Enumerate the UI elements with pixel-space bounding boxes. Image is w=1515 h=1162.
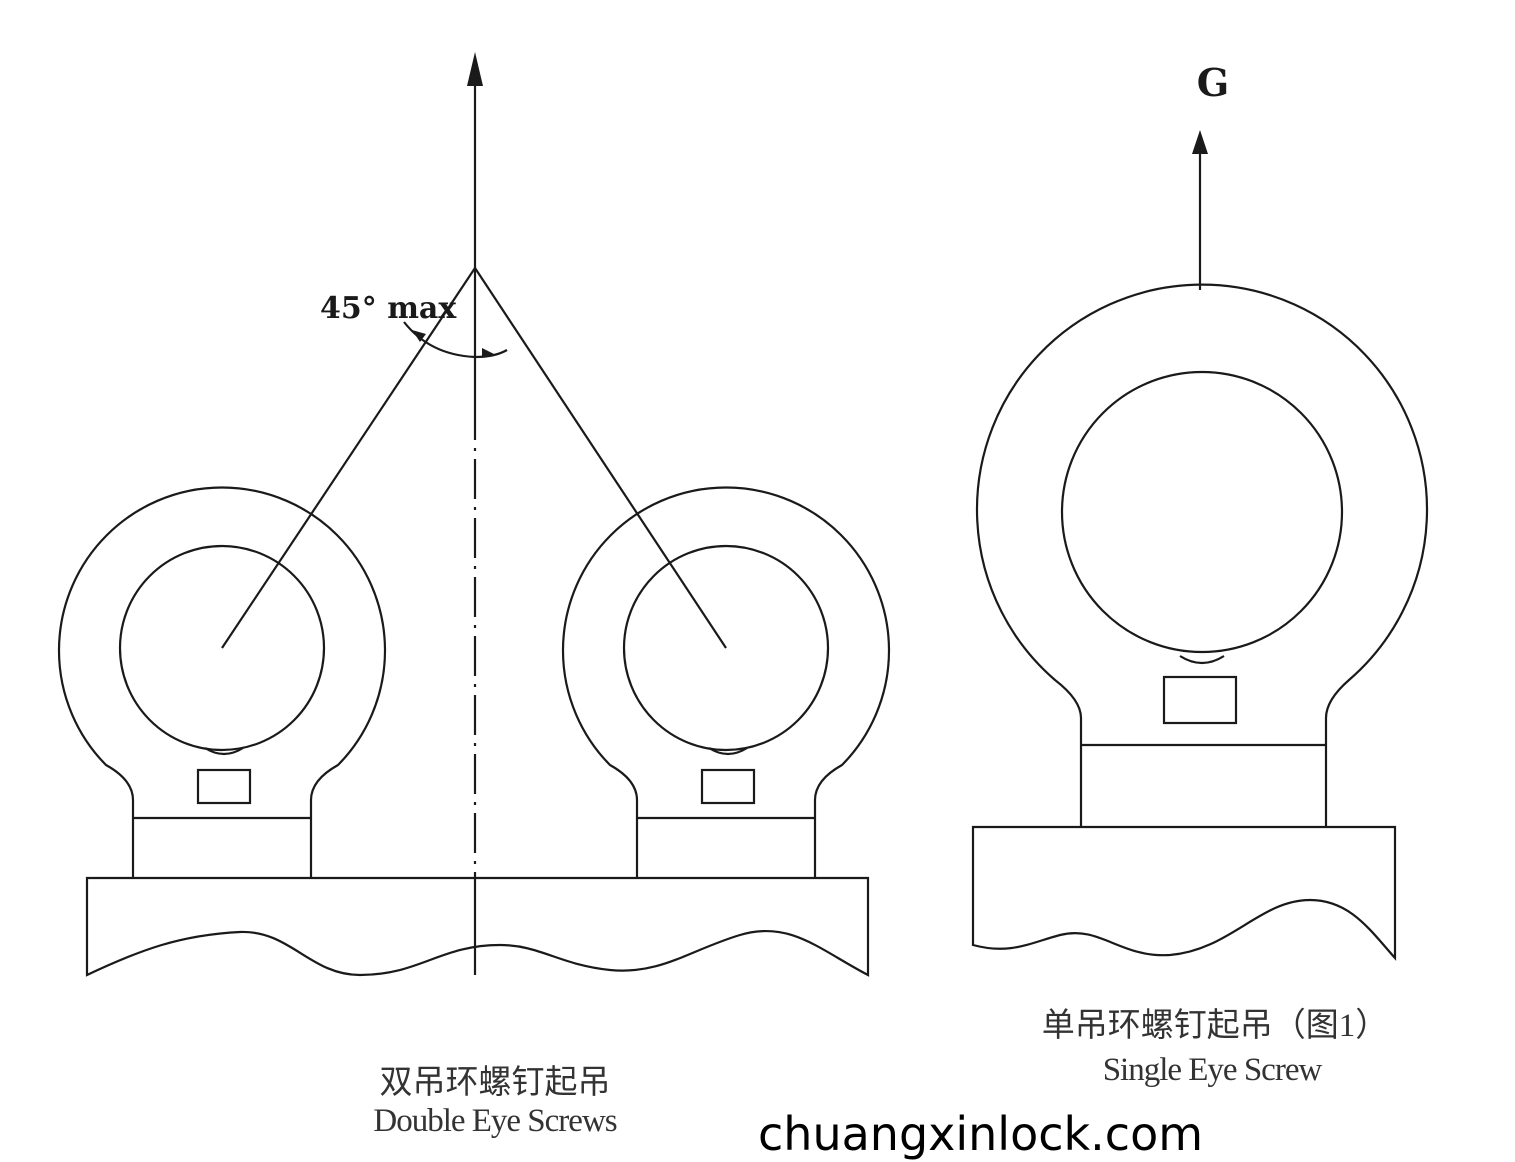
single-title-en: Single Eye Screw (1103, 1052, 1323, 1088)
watermark: chuangxinlock.com (758, 1107, 1203, 1161)
up-arrow-icon (467, 52, 483, 86)
double-eye-screws-figure: 45° max 双吊环螺钉起吊 Double Eye Screws (57, 52, 891, 1139)
double-title-cn: 双吊环螺钉起吊 (380, 1064, 611, 1101)
right-sling (474, 267, 727, 649)
right-eye-screw (561, 486, 891, 880)
left-sling (221, 267, 476, 649)
double-title-en: Double Eye Screws (373, 1103, 616, 1139)
up-arrow-icon (1192, 130, 1208, 154)
single-title-cn: 单吊环螺钉起吊（图1） (1042, 1007, 1389, 1044)
double-base-block (85, 876, 870, 977)
single-eye-screw-figure: G 单吊环螺钉起吊（图1） Single Eye Screw (971, 60, 1429, 1088)
single-eye-ring (975, 283, 1429, 826)
left-eye-screw (57, 486, 387, 880)
single-base-block (971, 825, 1397, 961)
force-label: G (1197, 60, 1229, 105)
angle-label: 45° max (320, 291, 457, 326)
